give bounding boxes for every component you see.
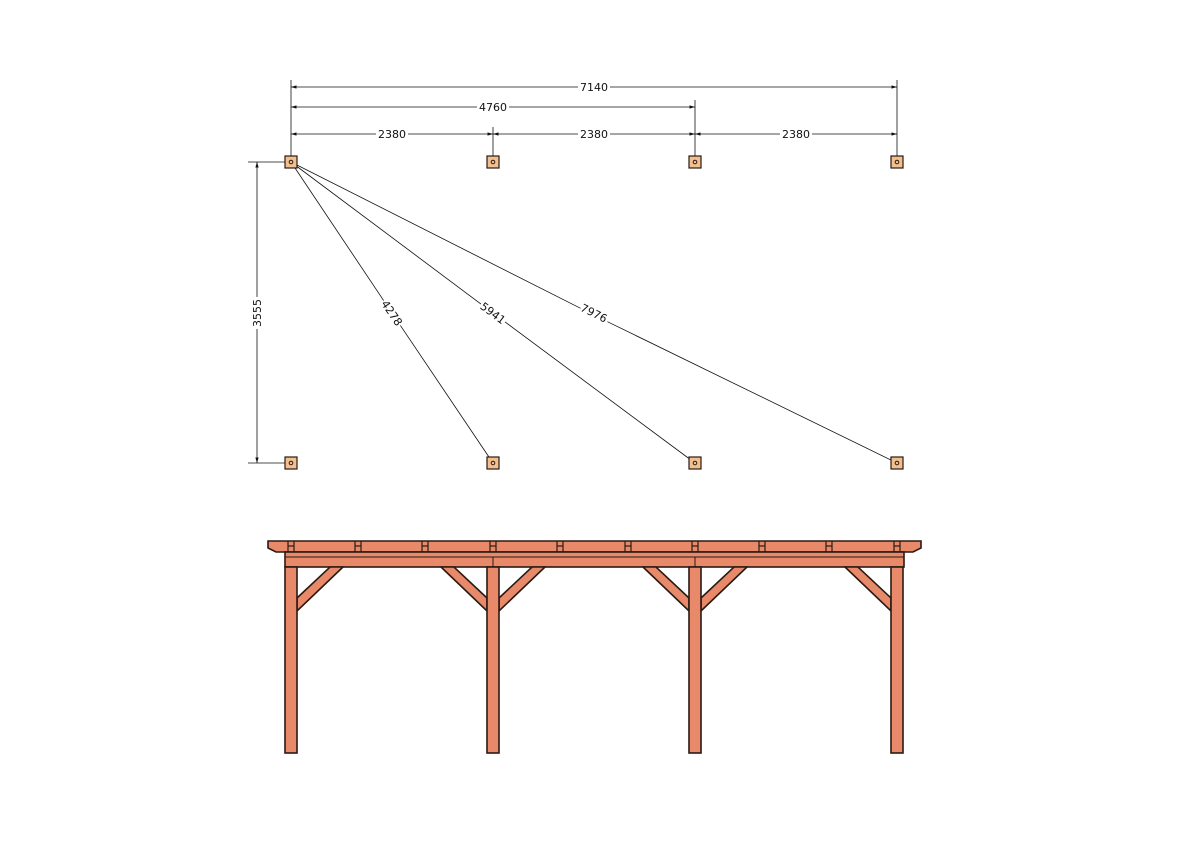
dim-depth: 3555 — [251, 299, 264, 327]
dim-overall-width: 7140 — [580, 81, 608, 94]
anchor-bolt-icon — [490, 159, 496, 165]
anchor-bolt-icon — [288, 159, 294, 165]
diagonal-line — [607, 321, 898, 464]
anchor-bolt-icon — [490, 460, 496, 466]
post-footing — [890, 155, 904, 169]
dim-bay-1: 2380 — [378, 128, 406, 141]
diagonal-line — [290, 161, 581, 309]
knee-brace — [843, 566, 892, 613]
knee-brace — [700, 566, 749, 613]
dim-partial-width: 4760 — [479, 101, 507, 114]
diagonal-line — [290, 161, 482, 305]
dim-diagonal-1: 4278 — [378, 298, 404, 328]
diagonal-line — [290, 161, 384, 301]
dim-bay-2: 2380 — [580, 128, 608, 141]
main-beam — [284, 551, 905, 568]
dim-bay-3: 2380 — [782, 128, 810, 141]
anchor-bolt-icon — [692, 159, 698, 165]
post-footing — [486, 155, 500, 169]
post-footing — [890, 456, 904, 470]
anchor-bolt-icon — [894, 460, 900, 466]
post-footing — [284, 456, 298, 470]
diagonal-line — [504, 321, 696, 464]
dim-diagonal-3: 7976 — [578, 301, 609, 325]
anchor-bolt-icon — [288, 460, 294, 466]
front-elevation — [267, 540, 922, 754]
dim-diagonal-2: 5941 — [478, 300, 508, 327]
post — [890, 566, 904, 754]
knee-brace — [296, 566, 345, 613]
diagonal-line — [400, 325, 494, 464]
post — [486, 566, 500, 754]
post — [284, 566, 298, 754]
floor-plan — [248, 80, 904, 470]
knee-brace — [498, 566, 547, 613]
post-footing — [688, 155, 702, 169]
knee-brace — [439, 566, 488, 613]
roof-purlin — [267, 540, 922, 553]
knee-brace — [641, 566, 690, 613]
anchor-bolt-icon — [894, 159, 900, 165]
anchor-bolt-icon — [692, 460, 698, 466]
post — [688, 566, 702, 754]
post-footing — [284, 155, 298, 169]
post-footing — [486, 456, 500, 470]
post-footing — [688, 456, 702, 470]
